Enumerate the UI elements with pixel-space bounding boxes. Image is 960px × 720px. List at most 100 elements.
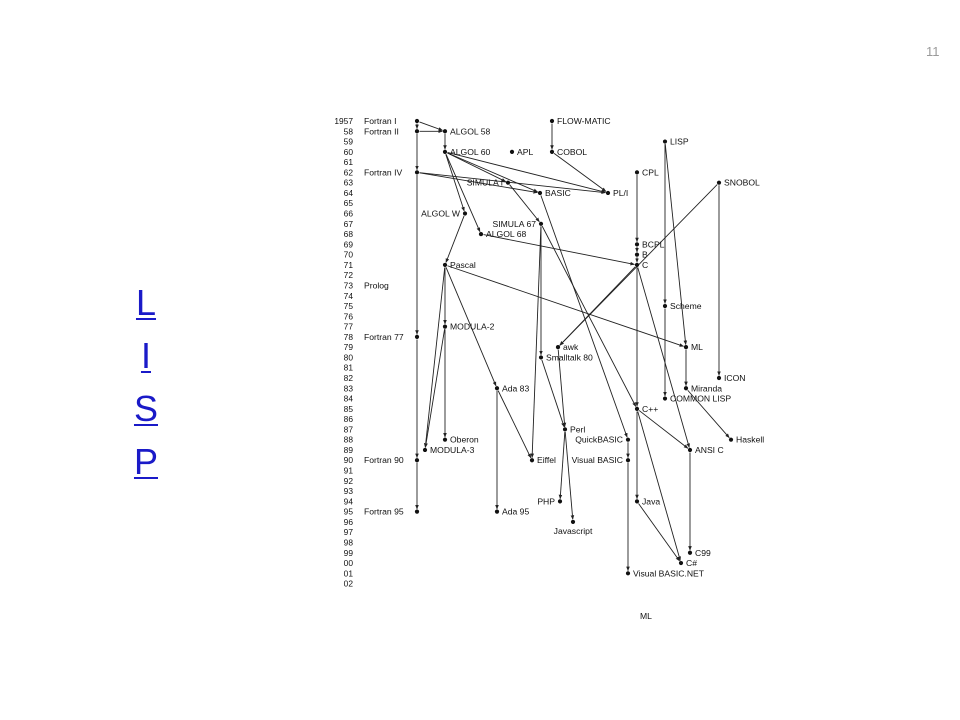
node-ada83 — [494, 386, 500, 391]
node-c99 — [687, 550, 693, 555]
label-visualbasic: Visual BASIC — [572, 455, 623, 465]
node-eiffel — [529, 458, 535, 463]
year-label: 66 — [344, 209, 354, 219]
year-label: 74 — [344, 291, 354, 301]
node-php — [557, 499, 563, 504]
node-cpl — [634, 170, 640, 175]
edge-c-to-ansic — [637, 267, 690, 448]
edge-java-to-csharp — [638, 503, 680, 562]
label-perl: Perl — [570, 424, 585, 434]
edge-pascal-to-ml — [447, 265, 684, 347]
node-oberon — [442, 437, 448, 442]
year-label: 86 — [344, 414, 354, 424]
node-csharp — [678, 560, 684, 566]
year-label: 65 — [344, 198, 354, 208]
lisp-vertical-link[interactable]: L I S P — [128, 276, 164, 488]
year-label: 96 — [344, 517, 354, 527]
label-modula3: MODULA-3 — [430, 445, 475, 455]
node-ml — [683, 345, 689, 350]
year-label: 91 — [344, 466, 354, 476]
year-label: 68 — [344, 229, 354, 239]
influence-edges — [415, 121, 730, 572]
node-apl — [509, 149, 515, 154]
edge-algol60-to-basic — [447, 152, 539, 193]
year-label: 02 — [344, 579, 354, 589]
year-label: 99 — [344, 548, 354, 558]
label-cpl: CPL — [642, 167, 659, 177]
year-label: 98 — [344, 537, 354, 547]
node-quickbasic — [625, 437, 631, 442]
year-label: 01 — [344, 568, 354, 578]
label-java: Java — [642, 496, 660, 506]
node-icon — [716, 375, 722, 381]
node-simula67 — [538, 221, 544, 226]
edge-cobol-to-pli — [553, 153, 607, 192]
node-basic — [537, 190, 543, 196]
label-b: B — [642, 250, 648, 260]
edge-pascal-to-modula3 — [423, 267, 446, 448]
edge-cpp-to-csharp — [637, 411, 681, 561]
label-haskell: Haskell — [736, 435, 764, 445]
year-label: 59 — [344, 137, 354, 147]
node-awk — [555, 345, 561, 350]
label-icon: ICON — [724, 373, 745, 383]
node-algol68 — [478, 231, 484, 237]
node-flowmatic — [549, 118, 555, 124]
year-label: 70 — [344, 250, 354, 260]
year-label: 72 — [344, 270, 354, 280]
edge-perl-to-php — [558, 431, 566, 500]
node-smalltalk80 — [538, 355, 544, 360]
year-label: 78 — [344, 332, 354, 342]
node-ada95 — [494, 509, 500, 514]
year-label: 81 — [344, 363, 354, 373]
label-algol60: ALGOL 60 — [450, 147, 491, 157]
year-label: 1957 — [334, 116, 353, 126]
node-algolw — [462, 211, 468, 216]
side-label-fortran2: Fortran II — [364, 126, 399, 136]
label-commonlisp: COMMON LISP — [670, 394, 731, 404]
node-scheme — [662, 303, 668, 309]
lisp-letter-i[interactable]: I — [140, 335, 151, 376]
node-snobol — [716, 180, 722, 185]
edge-fortran4n-to-basic — [419, 172, 538, 194]
node-miranda — [683, 386, 689, 391]
label-bcpl: BCPL — [642, 239, 665, 249]
lisp-letter-p[interactable]: P — [133, 441, 158, 482]
side-label-fortran77: Fortran 77 — [364, 332, 404, 342]
slide-number: 11 — [926, 44, 940, 59]
label-algol68: ALGOL 68 — [486, 229, 527, 239]
node-cpp — [634, 406, 640, 411]
edge-algol60-to-algolw — [445, 154, 465, 212]
lisp-letter-l[interactable]: L — [135, 282, 157, 323]
label-php: PHP — [537, 496, 555, 506]
edge-cpp-to-ansic — [638, 410, 689, 449]
edge-simula67-to-cpp — [541, 225, 637, 407]
edge-algol68-to-c — [483, 234, 635, 266]
label-pascal: Pascal — [450, 260, 476, 270]
label-oberon: Oberon — [450, 435, 479, 445]
label-vbnet: Visual BASIC.NET — [633, 568, 705, 578]
node-c — [634, 262, 640, 268]
year-label: 80 — [344, 352, 354, 362]
edge-ada83-to-eiffel — [497, 390, 532, 459]
lisp-letter-s[interactable]: S — [133, 388, 158, 429]
node-fortran2n — [414, 129, 420, 134]
node-haskell — [728, 437, 734, 442]
label-csharp: C# — [686, 558, 697, 568]
year-label: 75 — [344, 301, 354, 311]
side-label-fortran1: Fortran I — [364, 116, 396, 126]
node-algol58 — [442, 129, 448, 134]
edge-pascal-to-ada83 — [445, 267, 497, 387]
node-cobol — [549, 149, 555, 154]
year-label: 85 — [344, 404, 354, 414]
year-label: 92 — [344, 476, 354, 486]
node-fortran77n — [414, 334, 420, 339]
year-label: 63 — [344, 178, 354, 188]
edge-algolw-to-pascal — [445, 215, 465, 263]
footer-label-ml: ML — [640, 611, 652, 621]
label-ml: ML — [691, 342, 703, 352]
edge-simula67-to-eiffel — [530, 226, 542, 459]
year-label: 69 — [344, 239, 354, 249]
